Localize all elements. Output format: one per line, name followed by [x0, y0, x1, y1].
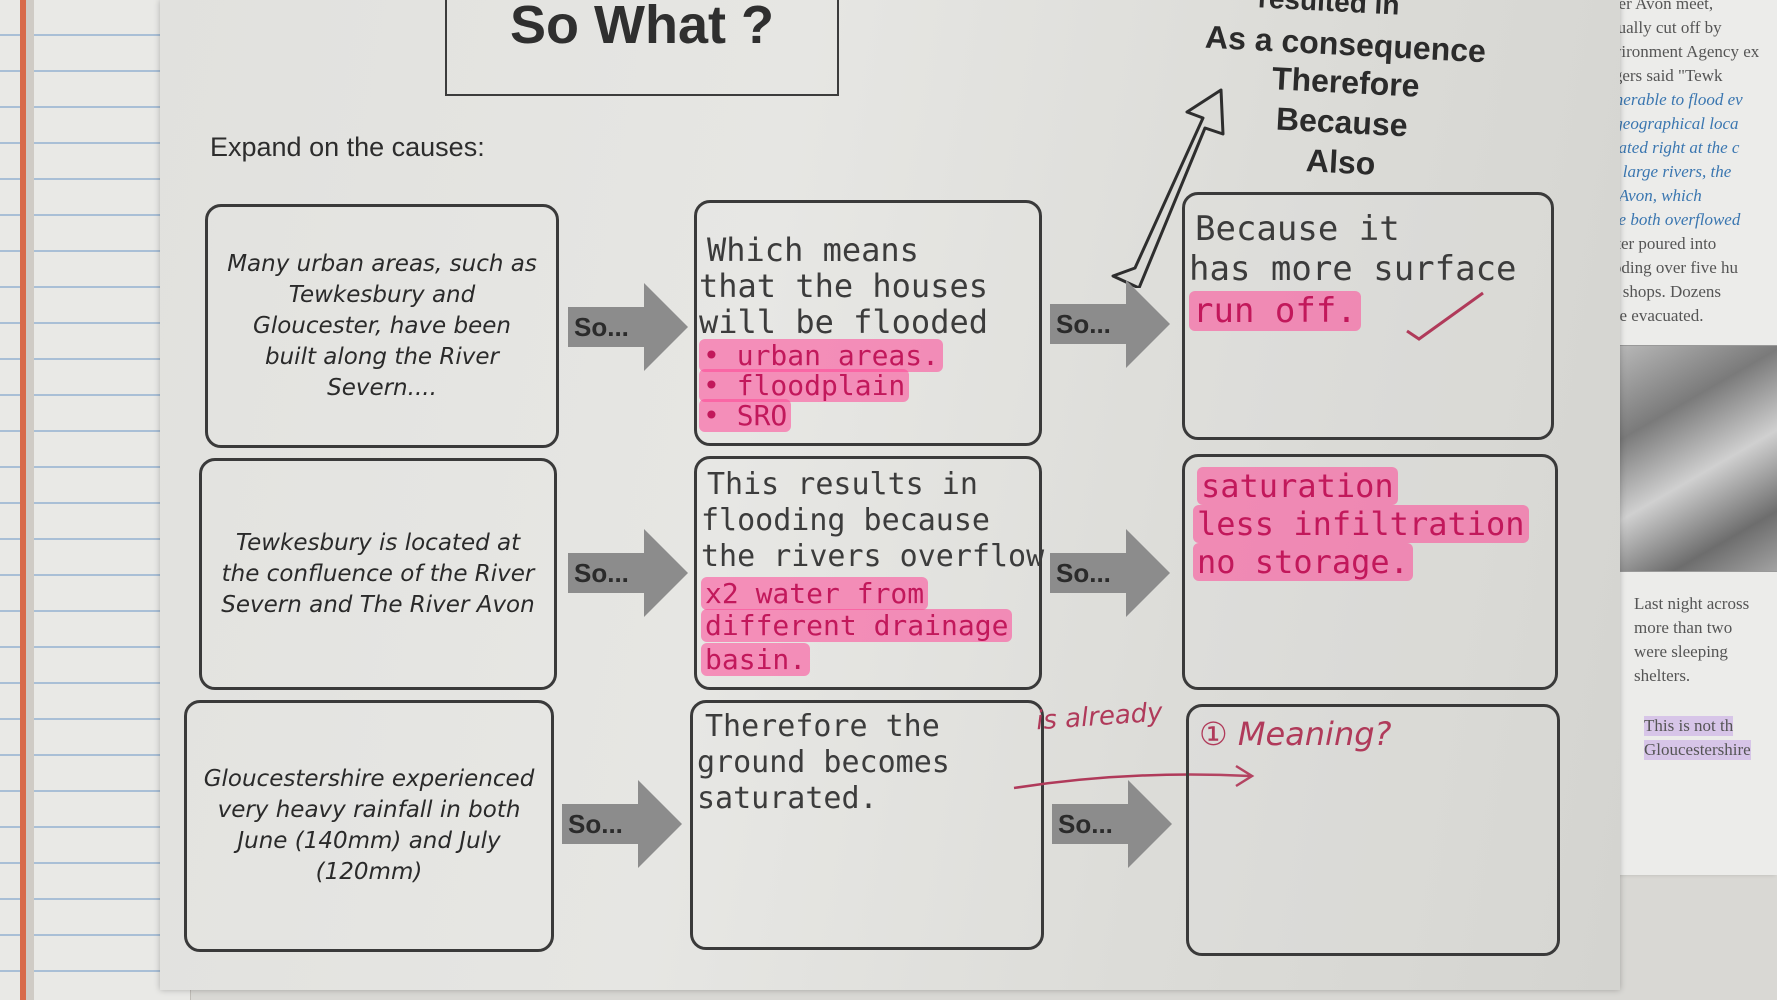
- handwritten-line: flooding because: [701, 503, 990, 538]
- article-line: more than two: [1634, 618, 1733, 637]
- article-line: were sleeping: [1634, 642, 1728, 661]
- article-line: shelters.: [1634, 666, 1691, 685]
- article-line: situated right at the c: [1594, 138, 1740, 157]
- handwritten-line: has more surface: [1189, 249, 1517, 289]
- highlighted-note: • SRO: [699, 399, 792, 432]
- pointer-arrow-icon: [1111, 88, 1225, 288]
- handwritten-line: Because it: [1195, 209, 1400, 249]
- article-line: its geographical loca: [1594, 114, 1739, 133]
- article-line: vulnerable to flood ev: [1594, 90, 1743, 109]
- title-box: So What ?: [445, 0, 839, 96]
- further-consequence-box[interactable]: ① Meaning?: [1186, 704, 1560, 956]
- cause-box: Many urban areas, such as Tewkesbury and…: [205, 204, 559, 448]
- article-line: Rogers said "Tewk: [1594, 66, 1723, 85]
- so-arrow-label: So...: [568, 809, 623, 839]
- teacher-question: ① Meaning?: [1199, 715, 1392, 753]
- article-line: and shops. Dozens: [1594, 282, 1722, 301]
- highlighted-note: saturation: [1197, 467, 1398, 505]
- article-line: Environment Agency ex: [1594, 42, 1760, 61]
- so-arrow: So...: [1050, 280, 1170, 368]
- consequence-box[interactable]: Therefore the ground becomes saturated.: [690, 700, 1044, 950]
- highlighted-note: no storage.: [1193, 543, 1413, 581]
- article-line: River Avon meet,: [1594, 0, 1714, 13]
- consequence-box[interactable]: Which means that the houses will be floo…: [694, 200, 1042, 446]
- handwritten-line: will be flooded: [699, 303, 988, 341]
- so-arrow-label: So...: [574, 312, 629, 342]
- teacher-tick-icon: [1406, 291, 1484, 341]
- handwritten-line: ground becomes: [697, 745, 950, 780]
- highlighted-note: • urban areas.: [699, 339, 944, 372]
- so-arrow: So...: [1050, 529, 1170, 617]
- handwritten-line: Which means: [707, 231, 919, 269]
- lined-notebook: [0, 0, 191, 1000]
- further-consequence-box[interactable]: Because it has more surface run off.: [1182, 192, 1554, 440]
- handwritten-line: saturated.: [697, 781, 878, 816]
- cause-text: Many urban areas, such as Tewkesbury and…: [227, 250, 537, 401]
- flood-aerial-photo: [1614, 345, 1777, 572]
- so-arrow-label: So...: [1056, 309, 1111, 339]
- highlighted-note: run off.: [1189, 291, 1361, 331]
- cause-text: Gloucestershire experienced very heavy r…: [203, 766, 535, 885]
- so-arrow-label: So...: [1056, 558, 1111, 588]
- article-line: Last night across: [1634, 594, 1750, 613]
- connective-word: Therefore: [1271, 60, 1421, 104]
- highlighted-note: basin.: [701, 643, 811, 676]
- notebook-edge: [26, 0, 34, 1000]
- so-arrow: So...: [562, 780, 682, 868]
- article-line: This is not th: [1644, 716, 1734, 736]
- article-line: Water poured into: [1594, 234, 1717, 253]
- connective-word: Also: [1305, 142, 1377, 182]
- handwritten-line: Therefore the: [705, 709, 940, 744]
- article-line: were evacuated.: [1594, 306, 1704, 325]
- article-line: Gloucestershire: [1644, 740, 1751, 760]
- article-line: have both overflowed: [1594, 210, 1741, 229]
- article-line: the Avon, which: [1594, 186, 1702, 205]
- so-arrow: So...: [568, 529, 688, 617]
- highlighted-note: different drainage: [701, 609, 1013, 642]
- handwritten-line: that the houses: [699, 267, 988, 305]
- connective-word: Because: [1275, 100, 1409, 144]
- further-consequence-box[interactable]: saturation less infiltration no storage.: [1182, 454, 1558, 690]
- so-arrow: So...: [1052, 780, 1172, 868]
- article-line: virtually cut off by: [1594, 18, 1722, 37]
- notebook-margin-line: [20, 0, 26, 1000]
- instruction: Expand on the causes:: [210, 132, 485, 162]
- so-arrow: So...: [568, 283, 688, 371]
- so-arrow-label: So...: [1058, 809, 1113, 839]
- highlighted-note: x2 water from: [701, 577, 929, 610]
- page-title: So What ?: [510, 0, 774, 55]
- cause-box: Gloucestershire experienced very heavy r…: [184, 700, 554, 952]
- cause-text: Tewkesbury is located at the confluence …: [221, 529, 535, 618]
- article-line: two large rivers, the: [1594, 162, 1732, 181]
- handwritten-line: This results in: [707, 467, 978, 502]
- so-arrow-label: So...: [574, 558, 629, 588]
- handwritten-line: the rivers overflow: [701, 539, 1045, 574]
- consequence-box[interactable]: This results in flooding because the riv…: [694, 456, 1045, 690]
- highlighted-note: • floodplain: [699, 369, 910, 402]
- cause-box: Tewkesbury is located at the confluence …: [199, 458, 557, 690]
- teacher-arrow-icon: [1013, 764, 1255, 790]
- highlighted-note: less infiltration: [1193, 505, 1529, 543]
- article-line: flooding over five hu: [1594, 258, 1738, 277]
